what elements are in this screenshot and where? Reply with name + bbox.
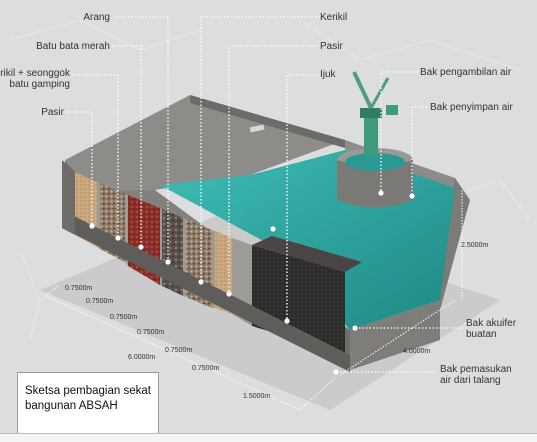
roof-slab	[65, 95, 345, 190]
label-bak-akuifer-line1: Bak akuifer	[466, 318, 517, 329]
bottom-strip	[0, 433, 537, 442]
dim-0-75-3: 0.7500m	[110, 314, 138, 321]
side-wall-right	[350, 300, 440, 370]
caption-line2: bangunan ABSAH	[25, 400, 118, 412]
label-bak-pengambilan-air: Bak pengambilan air	[420, 67, 512, 78]
dim-total-width: 6.0000m	[128, 354, 156, 361]
roof-vent	[249, 124, 265, 133]
label-kerikil-batu-gamping-line1: Kerikil + seonggok	[0, 68, 70, 79]
dim-chamber: 1.5000m	[243, 393, 271, 400]
dim-height: 2.5000m	[461, 242, 489, 249]
layer-ijuk-top	[252, 236, 362, 272]
dim-0-75-4: 0.7500m	[137, 329, 165, 336]
pump	[352, 71, 398, 157]
label-kerikil: Kerikil	[320, 12, 348, 23]
caption-box: Sketsa pembagian sekat bangunan ABSAH	[17, 372, 159, 434]
label-arang: Arang	[83, 12, 110, 23]
storage-tank-water	[345, 153, 405, 171]
label-batu-bata-merah: Batu bata merah	[36, 41, 110, 52]
dim-0-75-1: 0.7500m	[65, 285, 93, 292]
caption-line1: Sketsa pembagian sekat	[25, 385, 151, 397]
label-ijuk: Ijuk	[320, 69, 336, 80]
dim-0-75-5: 0.7500m	[165, 347, 193, 354]
storage-tank	[337, 160, 413, 208]
label-bak-penyimpan-air: Bak penyimpan air	[430, 102, 513, 113]
label-kerikil-batu-gamping-line2: batu gamping	[9, 79, 70, 90]
label-pasir: Pasir	[320, 41, 343, 52]
dim-0-75-2: 0.7500m	[86, 298, 114, 305]
label-bak-pemasukan-line1: Bak pemasukan	[440, 364, 512, 375]
dim-length: 4.0000m	[403, 348, 431, 355]
label-bak-akuifer-line2: buatan	[466, 329, 497, 340]
front-base	[62, 210, 350, 372]
left-end-wall	[62, 160, 75, 235]
label-pasir-left: Pasir	[41, 107, 64, 118]
dim-0-75-6: 0.7500m	[192, 365, 220, 372]
leader-lines	[66, 16, 462, 373]
dimension-lines	[44, 190, 463, 411]
label-bak-pemasukan-line2: air dari talang	[440, 375, 501, 386]
